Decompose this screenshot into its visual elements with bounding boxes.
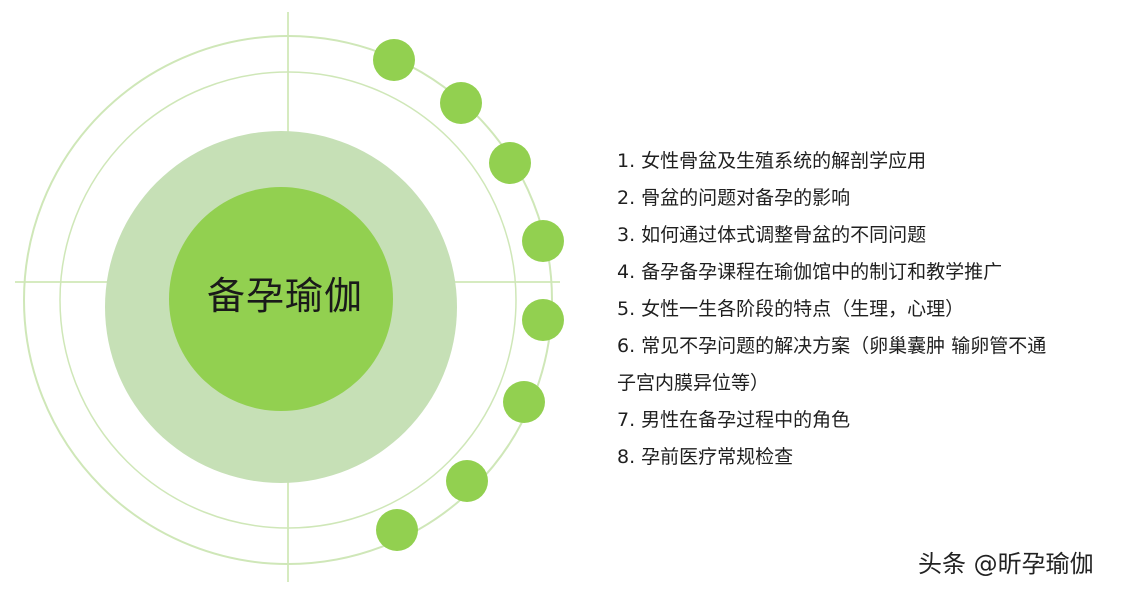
topic-item-7: 7. 男性在备孕过程中的角色 [617,409,851,431]
bullet-dot-4 [522,220,564,262]
topic-item-5: 5. 女性一生各阶段的特点（生理，心理） [617,298,965,320]
topic-item-6: 6. 常见不孕问题的解决方案（卵巢囊肿 输卵管不通 [617,335,1047,357]
topic-item-4: 4. 备孕备孕课程在瑜伽馆中的制订和教学推广 [617,261,1003,283]
bullet-dot-1 [373,39,415,81]
core-circle [169,187,393,411]
bullet-dot-3 [489,142,531,184]
topic-item-8: 8. 孕前医疗常规检查 [617,446,794,468]
watermark: 头条 @昕孕瑜伽 [918,550,1094,578]
bullet-dot-5 [522,299,564,341]
bullet-dot-2 [440,82,482,124]
bullet-dot-6 [503,381,545,423]
topic-item-6-continued: 子宫内膜异位等） [617,372,770,394]
inner-ring [59,71,517,529]
bullet-dot-8 [376,509,418,551]
outer-ring [23,35,553,565]
topic-item-2: 2. 骨盆的问题对备孕的影响 [617,187,851,209]
center-title: 备孕瑜伽 [206,274,363,318]
topic-list: 1. 女性骨盆及生殖系统的解剖学应用 2. 骨盆的问题对备孕的影响 3. 如何通… [617,143,1097,476]
topic-item-3: 3. 如何通过体式调整骨盆的不同问题 [617,224,927,246]
topic-item-1: 1. 女性骨盆及生殖系统的解剖学应用 [617,150,927,172]
bullet-dot-7 [446,460,488,502]
